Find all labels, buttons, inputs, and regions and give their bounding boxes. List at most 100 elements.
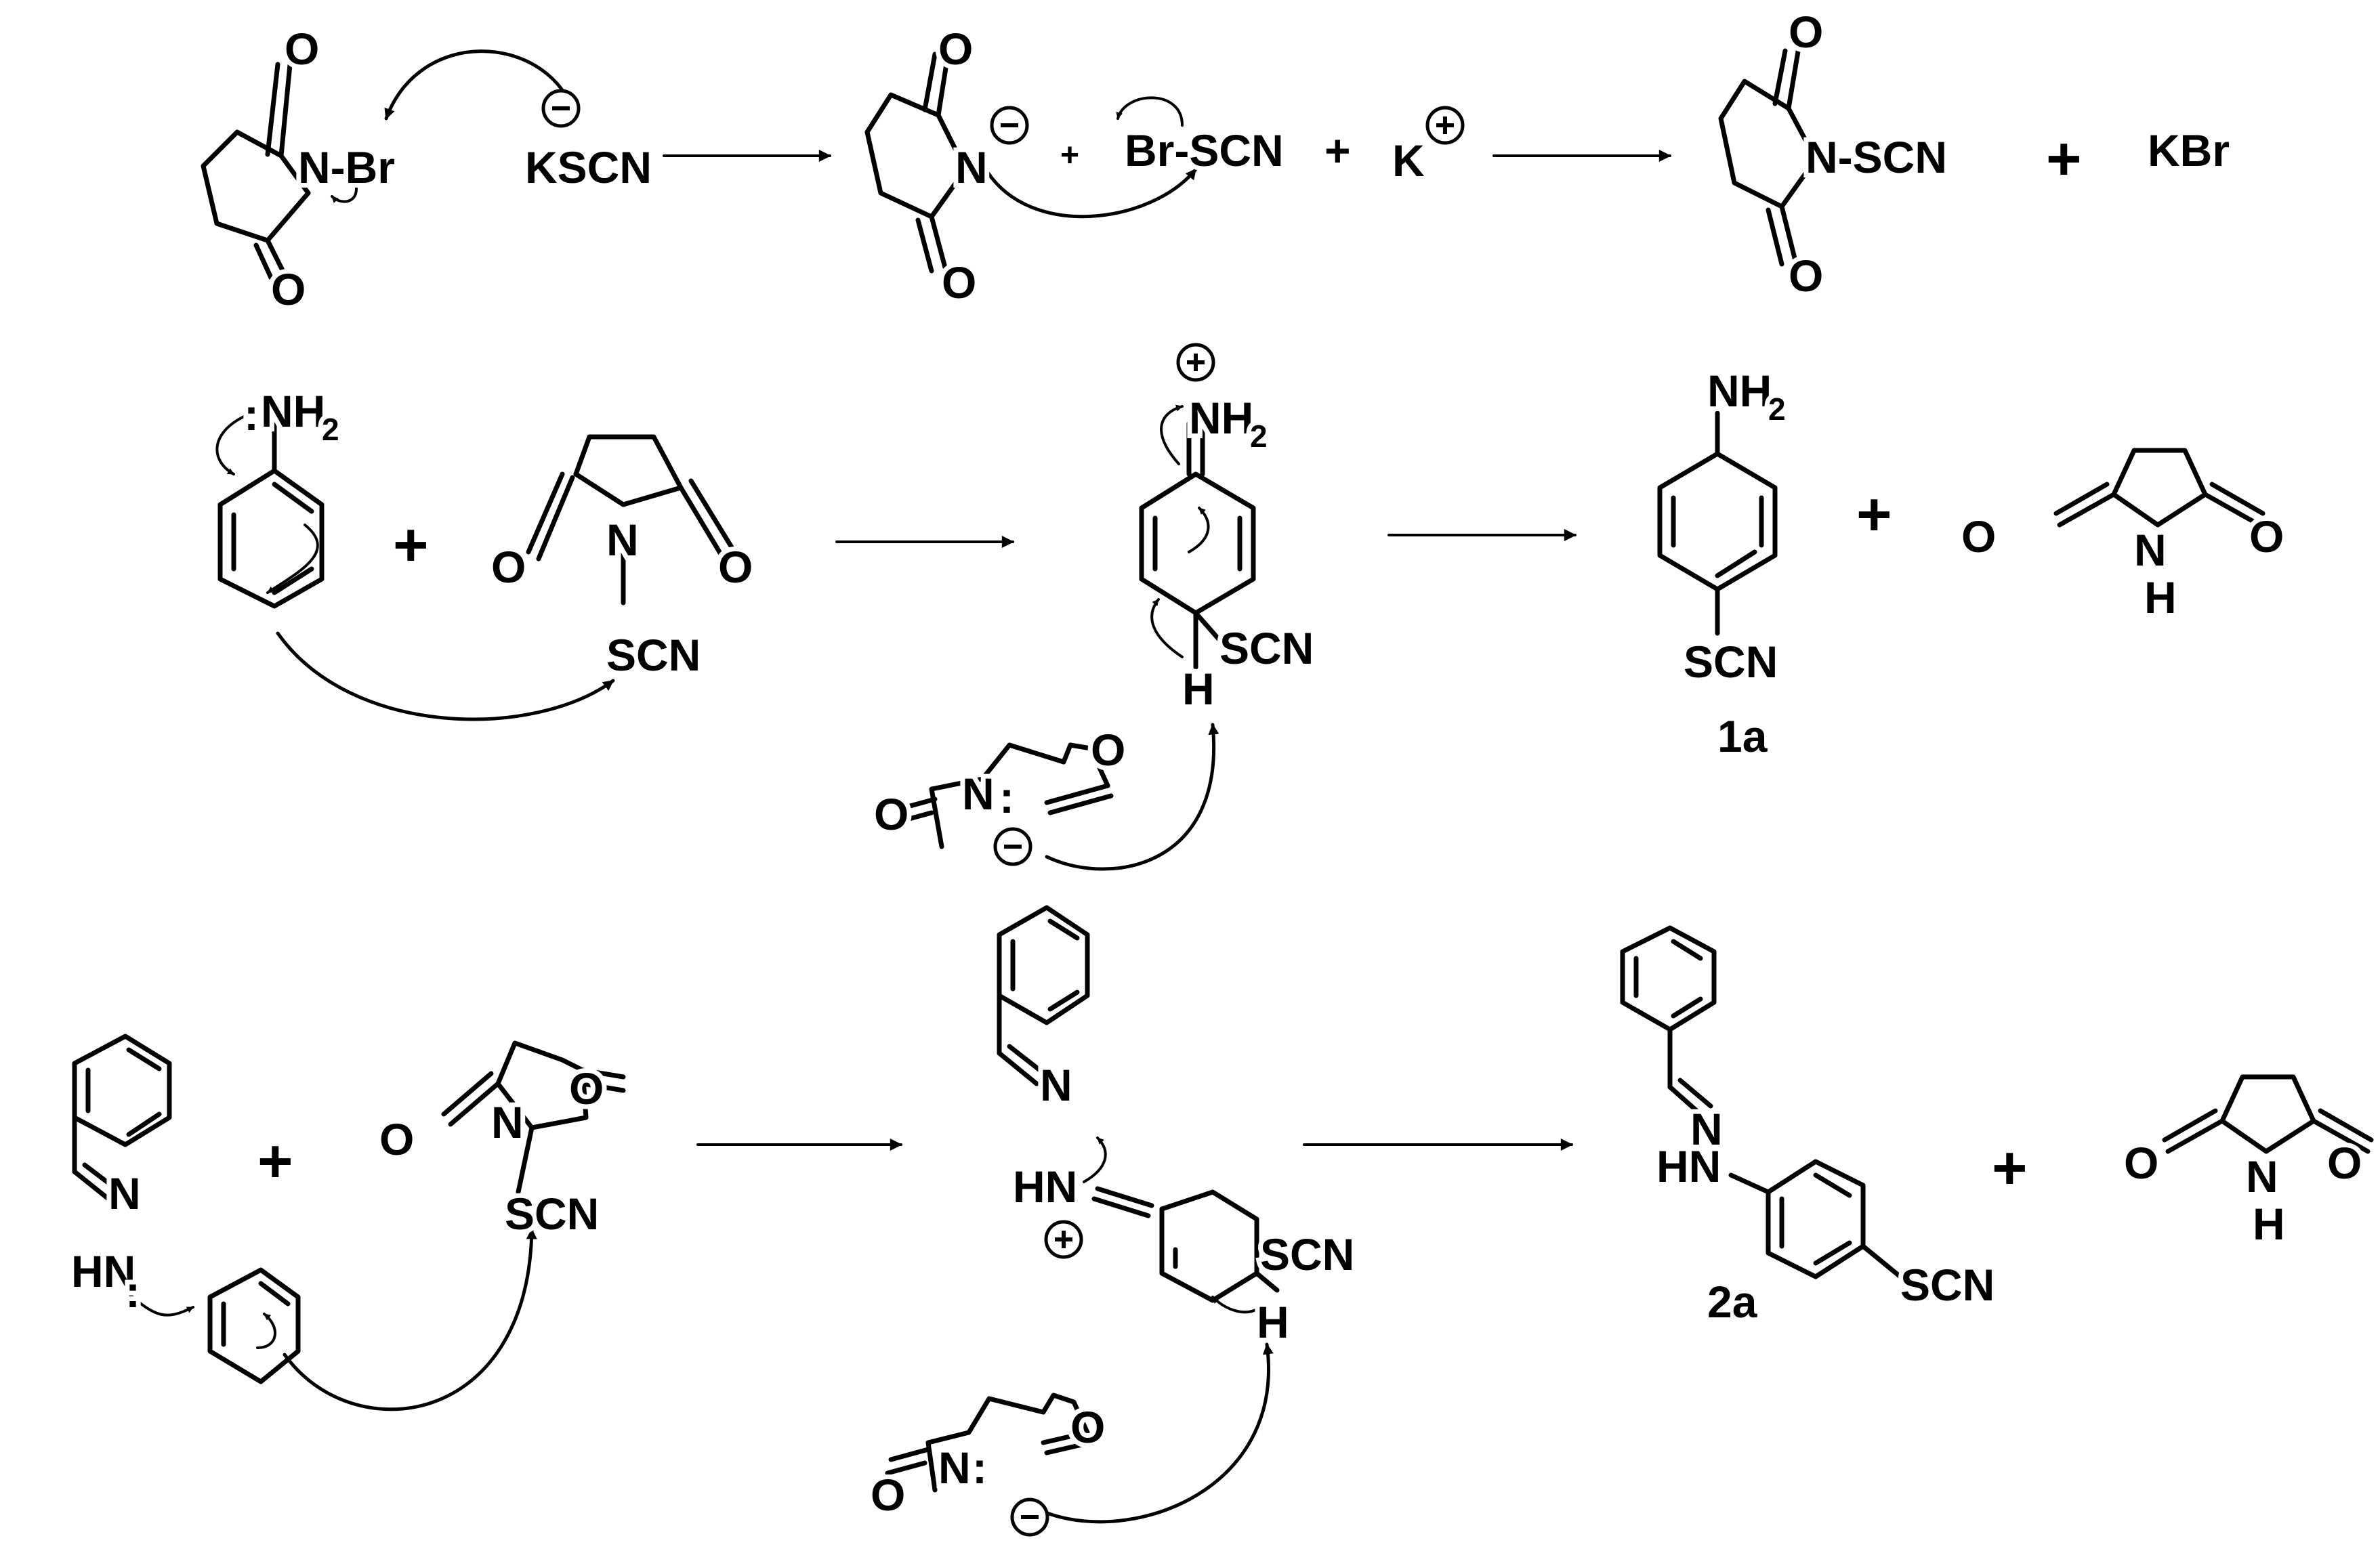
arrow-ch-bond-to-ring-2: [1211, 1296, 1261, 1314]
wheland-intermediate-1: [1139, 421, 1256, 670]
plus-row2-2: +: [1856, 481, 1892, 549]
succinimide-anion-base-1: [892, 742, 1114, 849]
succ2-o-right: O: [2327, 1138, 2362, 1188]
nbs-o-top: O: [285, 24, 319, 74]
hydrazone-lone-pair: :: [125, 1267, 140, 1317]
base2-o-right: O: [1070, 1402, 1105, 1452]
nts-product: [1718, 45, 1818, 267]
p2a-n: N: [1690, 1104, 1723, 1154]
arrow-br-leaving: [1116, 96, 1184, 127]
plus-row2-1: +: [393, 511, 429, 579]
p2a-scn: SCN: [1900, 1260, 1995, 1310]
succ2-o-left: O: [2124, 1138, 2158, 1188]
nts-o-bottom: O: [1789, 251, 1823, 301]
nts3-n: N: [491, 1097, 524, 1147]
arrow-ring-push-2: [256, 1313, 276, 1349]
wheland1-nh2-sub: 2: [1250, 419, 1268, 454]
arrow-anion-to-brscn: [984, 167, 1198, 219]
wheland-intermediate-2: [997, 905, 1280, 1303]
wheland2-hn: HN: [1013, 1162, 1077, 1212]
hydrazone-reactant: [72, 1034, 301, 1384]
arrow-ch-bond-to-ring: [1150, 598, 1184, 658]
base2-n: N: [938, 1443, 971, 1493]
charge-symbols: [541, 89, 1465, 1537]
arrow-lone-pair-to-ring: [215, 415, 245, 475]
plus-row1-3: +: [2046, 125, 2082, 193]
plus-row1-2: +: [1324, 125, 1351, 175]
succ1-h: H: [2144, 572, 2177, 622]
compound-label-2a: 2a: [1707, 1277, 1758, 1327]
anion-o-bottom: O: [942, 257, 976, 307]
wheland2-h: H: [1257, 1297, 1289, 1347]
nts2-o-right: O: [718, 542, 753, 592]
succ2-n: N: [2246, 1151, 2278, 1202]
br-scn-reagent: Br-SCN: [1125, 125, 1284, 175]
p1a-nh2: NH: [1707, 366, 1772, 416]
wheland1-scn: SCN: [1219, 623, 1314, 673]
succ2-h: H: [2253, 1199, 2285, 1249]
aniline-nh2-sub: 2: [322, 412, 339, 447]
k-cation: K: [1392, 135, 1425, 186]
p1a-scn: SCN: [1684, 637, 1778, 687]
arrow-hydrazone-iminium-push: [1083, 1136, 1107, 1183]
wheland2-scn: SCN: [1260, 1229, 1354, 1279]
compound-label-1a: 1a: [1717, 711, 1768, 761]
arrow-nbr-bond: [331, 171, 358, 203]
wheland1-h: H: [1182, 664, 1215, 714]
arrow-base-to-h-1: [1045, 723, 1219, 871]
arrow-base-to-h-2: [1031, 1342, 1274, 1524]
arrow-ring-push-1: [1188, 507, 1210, 553]
arrow-iminium-push: [1160, 404, 1184, 465]
atom-labels: O N-Br O KSCN O N O + Br-SCN + K O N-SCN…: [66, 2, 2366, 1525]
nts-reactant-row2: [526, 434, 734, 605]
nts-n-scn: N-SCN: [1805, 132, 1947, 182]
base1-o-left: O: [874, 789, 909, 839]
arrow-nh-to-ring: [127, 1292, 194, 1317]
succinimide-anion: [864, 48, 968, 274]
kbr-product: KBr: [2148, 125, 2230, 175]
succ1-o-right: O: [2249, 511, 2284, 561]
nbs-molecule: [201, 48, 311, 280]
nbs-n-br: N-Br: [298, 142, 395, 192]
hydrazone-hn: HN: [71, 1246, 135, 1296]
base1-o-right: O: [1091, 725, 1125, 775]
arrow-ring-pi: [266, 524, 319, 594]
succinimide-byproduct-1: [2053, 448, 2266, 528]
nts3-o-right: O: [569, 1063, 604, 1113]
base2-lone-pair: :: [972, 1443, 987, 1493]
base1-n: N: [962, 769, 995, 819]
nts2-o-left: O: [491, 542, 526, 592]
p2a-hn: HN: [1656, 1141, 1721, 1191]
kscn-reagent: KSCN: [525, 142, 652, 192]
arrow-aniline-to-scn: [276, 631, 615, 721]
p1a-nh2-sub: 2: [1768, 391, 1786, 427]
succinimide-anion-base-2: [885, 1393, 1093, 1493]
anion-o-top: O: [938, 24, 973, 74]
nts2-n: N: [606, 515, 639, 565]
plus-row3-2: +: [1992, 1134, 2028, 1202]
nts3-scn: SCN: [505, 1189, 599, 1239]
base2-o-left: O: [871, 1470, 905, 1520]
wheland1-nh2: NH: [1189, 393, 1253, 443]
product-2a: [1620, 925, 1903, 1279]
nts-reactant-row3: [441, 1040, 626, 1195]
nts-o-top: O: [1789, 7, 1823, 57]
arrow-ksCN-to-br: [384, 49, 575, 121]
succ1-nh: N: [2134, 525, 2167, 575]
aniline-nh2: NH: [261, 386, 325, 436]
arrow-hydrazone-to-scn: [283, 1227, 537, 1411]
nts2-scn: SCN: [606, 630, 701, 680]
nbs-o-bottom: O: [271, 264, 306, 314]
succ1-o-left: O: [1961, 511, 1996, 561]
product-1a-ring: [1657, 410, 1778, 636]
aniline-lone-pair: :: [244, 389, 259, 440]
aniline-reactant: [217, 417, 325, 609]
nts3-o-left: O: [379, 1114, 414, 1164]
succinimide-byproduct-2: [2162, 1074, 2374, 1154]
compound-labels: 1a 2a: [1707, 711, 1768, 1327]
plus-small-1: +: [1060, 137, 1079, 173]
hydrazone-n: N: [108, 1168, 141, 1218]
base1-lone-pair: :: [999, 772, 1014, 822]
plus-row3-1: +: [257, 1128, 293, 1195]
